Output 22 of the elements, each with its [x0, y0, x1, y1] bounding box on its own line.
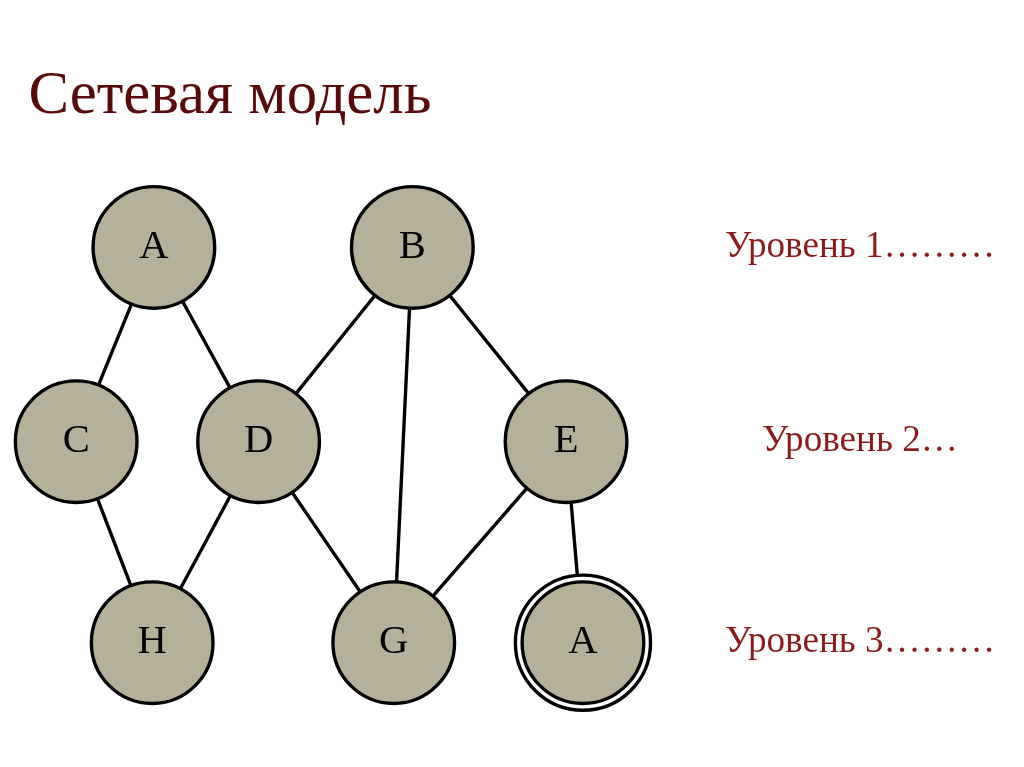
connector	[569, 502, 579, 575]
label: Уровень 1………	[724, 223, 996, 265]
node-circle: E	[503, 378, 629, 504]
node-circle: H	[89, 579, 215, 705]
label: Уровень 2…	[762, 417, 958, 459]
node-circle: C	[13, 378, 139, 504]
connector	[179, 494, 232, 589]
connector	[95, 497, 133, 586]
connector	[394, 307, 412, 581]
connector	[97, 303, 133, 385]
node-circle: G	[331, 579, 457, 705]
connector	[448, 294, 530, 394]
node-circle: A	[91, 184, 217, 310]
connector	[181, 299, 232, 389]
node-circle: B	[349, 184, 475, 310]
connector	[431, 487, 528, 597]
diagram-title: Сетевая модель	[28, 58, 432, 126]
label: Уровень 3………	[724, 618, 996, 660]
connector	[290, 491, 362, 592]
node-circle: A	[513, 572, 653, 712]
connector	[295, 294, 377, 394]
node-circle: D	[196, 378, 322, 504]
